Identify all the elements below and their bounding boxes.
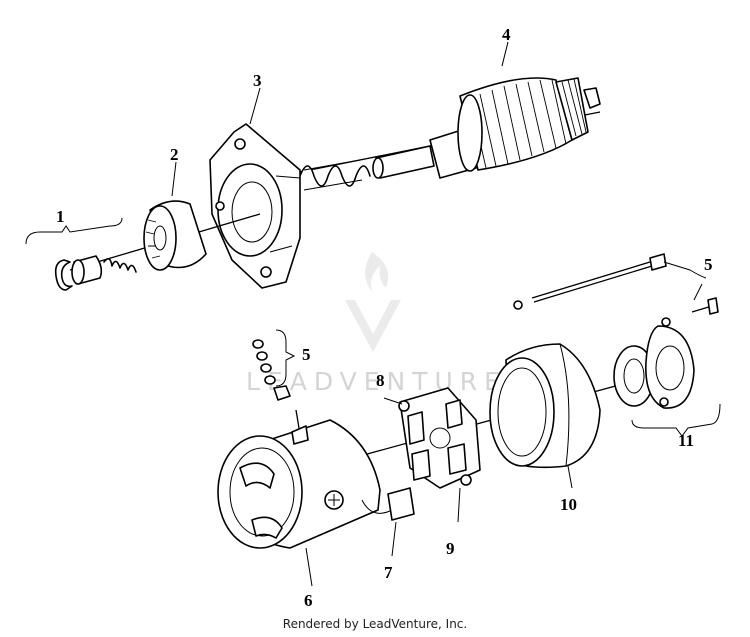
callout-3: 3 bbox=[253, 71, 262, 90]
callout-11: 11 bbox=[678, 431, 694, 450]
callouts: 1 2 3 4 5 5 8 11 10 9 7 6 bbox=[56, 25, 713, 610]
watermark-logo bbox=[345, 252, 401, 352]
pinion-stop-set bbox=[54, 255, 137, 291]
terminal-hardware bbox=[252, 339, 301, 435]
callout-1: 1 bbox=[56, 207, 65, 226]
brush-holder bbox=[398, 387, 481, 489]
callout-7: 7 bbox=[384, 563, 393, 582]
through-bolts bbox=[513, 253, 719, 315]
callout-2: 2 bbox=[170, 145, 179, 164]
callout-4: 4 bbox=[502, 25, 511, 44]
callout-5-left: 5 bbox=[302, 345, 311, 364]
callout-5-right: 5 bbox=[704, 255, 713, 274]
front-bracket bbox=[209, 123, 301, 289]
yoke-housing bbox=[217, 381, 631, 549]
callout-10: 10 bbox=[560, 495, 577, 514]
connector bbox=[361, 487, 415, 521]
callout-8: 8 bbox=[376, 371, 385, 390]
drive-spring bbox=[299, 159, 371, 191]
callout-6: 6 bbox=[304, 591, 313, 610]
leadventure-watermark: LEADVENTURE bbox=[246, 252, 500, 396]
callout-9: 9 bbox=[446, 539, 455, 558]
pinion-gear bbox=[69, 200, 261, 271]
end-cover bbox=[489, 343, 601, 469]
footer-credit: Rendered by LeadVenture, Inc. bbox=[282, 617, 468, 631]
rear-plate-set bbox=[613, 317, 695, 409]
leader-lines bbox=[25, 41, 721, 587]
